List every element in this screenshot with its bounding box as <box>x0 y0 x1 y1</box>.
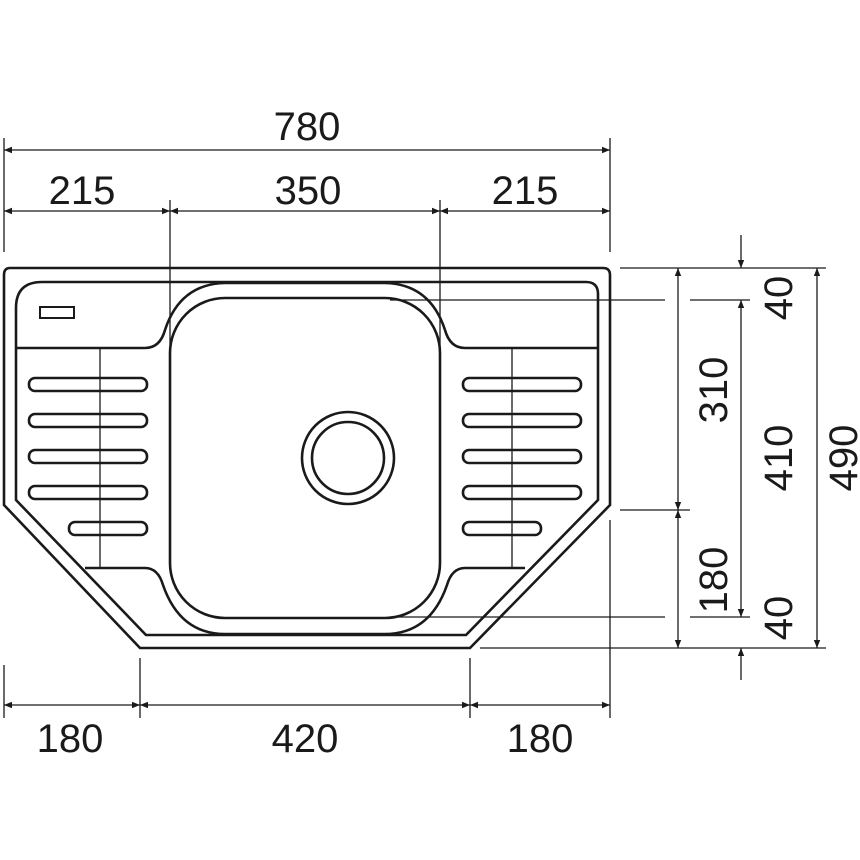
bowl-basin <box>168 296 442 620</box>
groove <box>461 448 583 465</box>
sink-outer-edge <box>2 266 612 650</box>
dim-bottom-rim: 40 <box>757 596 801 641</box>
groove <box>461 484 583 501</box>
dim-overall-depth: 490 <box>822 425 860 492</box>
dim-left-drainer-width: 215 <box>49 169 116 213</box>
dim-overall-width: 780 <box>274 105 341 149</box>
dim-bottom-middle: 420 <box>272 717 339 761</box>
groove <box>27 412 149 429</box>
dim-top-rim: 40 <box>757 276 801 321</box>
bowl-flange <box>16 281 598 350</box>
sink-inner-rim <box>14 280 600 637</box>
brand-logo <box>39 306 75 319</box>
dim-bowl-width: 350 <box>275 169 342 213</box>
groove <box>461 376 583 393</box>
sink-outline <box>2 266 612 650</box>
dim-bottom-left: 180 <box>37 717 104 761</box>
left-drainer-grooves <box>27 376 149 537</box>
groove <box>461 520 543 537</box>
dim-bowl-upper: 310 <box>692 357 736 424</box>
dimension-lines <box>4 146 821 709</box>
groove <box>27 484 149 501</box>
dim-bowl-total: 410 <box>757 425 801 492</box>
drain-inner-ring <box>310 420 386 496</box>
dimension-labels: 780 215 350 215 180 420 180 40 310 410 4… <box>37 105 860 761</box>
groove <box>27 448 149 465</box>
drain-outer-ring <box>300 410 396 506</box>
groove <box>67 520 149 537</box>
dim-right-drainer-width: 215 <box>492 169 559 213</box>
right-drainer-grooves <box>461 376 583 537</box>
groove <box>27 376 149 393</box>
dim-lower: 180 <box>692 547 736 614</box>
groove <box>461 412 583 429</box>
bowl-flange-lower <box>85 566 525 636</box>
dim-bottom-right: 180 <box>507 717 574 761</box>
